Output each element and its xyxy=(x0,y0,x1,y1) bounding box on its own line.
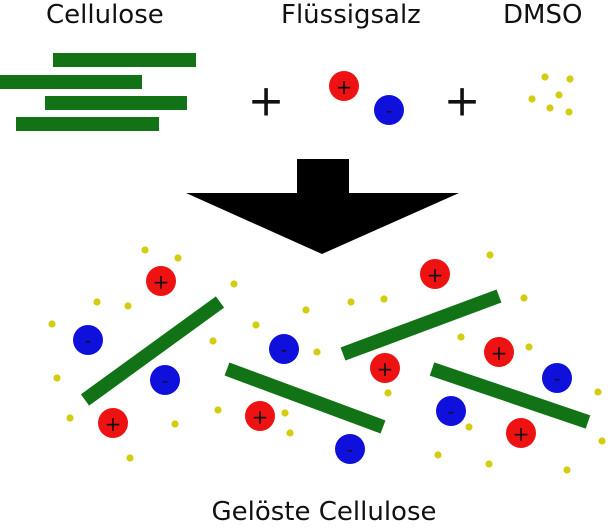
cellulose-fiber xyxy=(340,289,502,361)
cation-ion xyxy=(484,337,514,367)
dmso-molecule xyxy=(302,306,310,314)
dmso-molecule xyxy=(541,73,549,81)
dmso-molecule xyxy=(485,460,493,468)
dmso-molecule xyxy=(174,254,182,262)
cation-symbol: + xyxy=(153,270,170,294)
anion-symbol: - xyxy=(386,101,393,122)
dmso-molecule xyxy=(520,294,528,302)
dmso-molecule xyxy=(563,466,571,474)
cellulose-fiber xyxy=(429,362,591,429)
dmso-molecule xyxy=(53,374,61,382)
anion-ion xyxy=(269,334,299,364)
cellulose-fiber xyxy=(0,75,142,89)
cation-symbol: + xyxy=(491,341,508,365)
dmso-molecule xyxy=(252,321,260,329)
dmso-molecule xyxy=(434,451,442,459)
cellulose-fiber xyxy=(224,362,386,434)
dmso-molecule xyxy=(171,420,179,428)
dmso-molecule xyxy=(124,302,132,310)
cellulose-fiber xyxy=(16,117,159,131)
cation-symbol: + xyxy=(252,405,269,429)
dmso-molecule xyxy=(214,406,222,414)
dmso-molecule xyxy=(286,429,294,437)
anion-ion xyxy=(150,365,180,395)
dmso-molecule xyxy=(594,388,602,396)
anion-ion xyxy=(374,95,404,125)
dmso-molecule xyxy=(566,75,574,83)
cation-ion xyxy=(98,408,128,438)
dmso-molecule xyxy=(141,246,149,254)
dmso-molecule xyxy=(528,95,536,103)
dmso-molecule xyxy=(565,108,573,116)
anion-symbol: - xyxy=(347,440,354,461)
plus-sign: + xyxy=(444,76,481,127)
dmso-molecule xyxy=(66,414,74,422)
dmso-molecule xyxy=(465,423,473,431)
reaction-arrow xyxy=(186,159,459,254)
cellulose-fiber xyxy=(53,53,196,67)
dmso-molecule xyxy=(598,437,606,445)
cation-symbol: + xyxy=(513,422,530,446)
dmso-molecule xyxy=(384,389,392,397)
cellulose-fiber xyxy=(45,96,187,110)
dmso-molecule xyxy=(93,298,101,306)
anion-ion xyxy=(436,396,466,426)
anion-symbol: - xyxy=(281,340,288,361)
dmso-molecule xyxy=(457,333,465,341)
cation-ion xyxy=(420,259,450,289)
anion-symbol: - xyxy=(554,369,561,390)
dmso-molecule xyxy=(555,91,563,99)
dmso-molecule xyxy=(281,409,289,417)
cation-ion xyxy=(245,401,275,431)
dmso-molecule xyxy=(209,337,217,345)
dmso-molecule xyxy=(380,295,388,303)
anion-symbol: - xyxy=(448,402,455,423)
anion-ion xyxy=(542,363,572,393)
dmso-molecule xyxy=(230,280,238,288)
dmso-molecule xyxy=(347,298,355,306)
cation-symbol: + xyxy=(336,75,353,99)
cellulose-fiber xyxy=(80,296,225,406)
dmso-molecule xyxy=(126,454,134,462)
anion-symbol: - xyxy=(85,331,92,352)
cation-ion xyxy=(370,353,400,383)
anion-ion xyxy=(73,325,103,355)
label-ionic-liquid: Flüssigsalz xyxy=(281,0,421,30)
cation-symbol: + xyxy=(427,263,444,287)
cation-ion xyxy=(146,266,176,296)
dmso-molecule xyxy=(313,348,321,356)
label-dmso: DMSO xyxy=(503,0,583,30)
anion-symbol: - xyxy=(162,371,169,392)
dmso-molecule xyxy=(486,251,494,259)
label-cellulose: Cellulose xyxy=(46,0,164,30)
cation-symbol: + xyxy=(377,357,394,381)
dmso-molecule xyxy=(525,343,533,351)
dmso-molecule xyxy=(48,320,56,328)
cation-ion xyxy=(329,71,359,101)
label-dissolved-cellulose: Gelöste Cellulose xyxy=(211,497,437,527)
anion-ion xyxy=(335,434,365,464)
plus-sign: + xyxy=(248,76,285,127)
cation-ion xyxy=(506,418,536,448)
dmso-molecule xyxy=(546,104,554,112)
cation-symbol: + xyxy=(105,412,122,436)
